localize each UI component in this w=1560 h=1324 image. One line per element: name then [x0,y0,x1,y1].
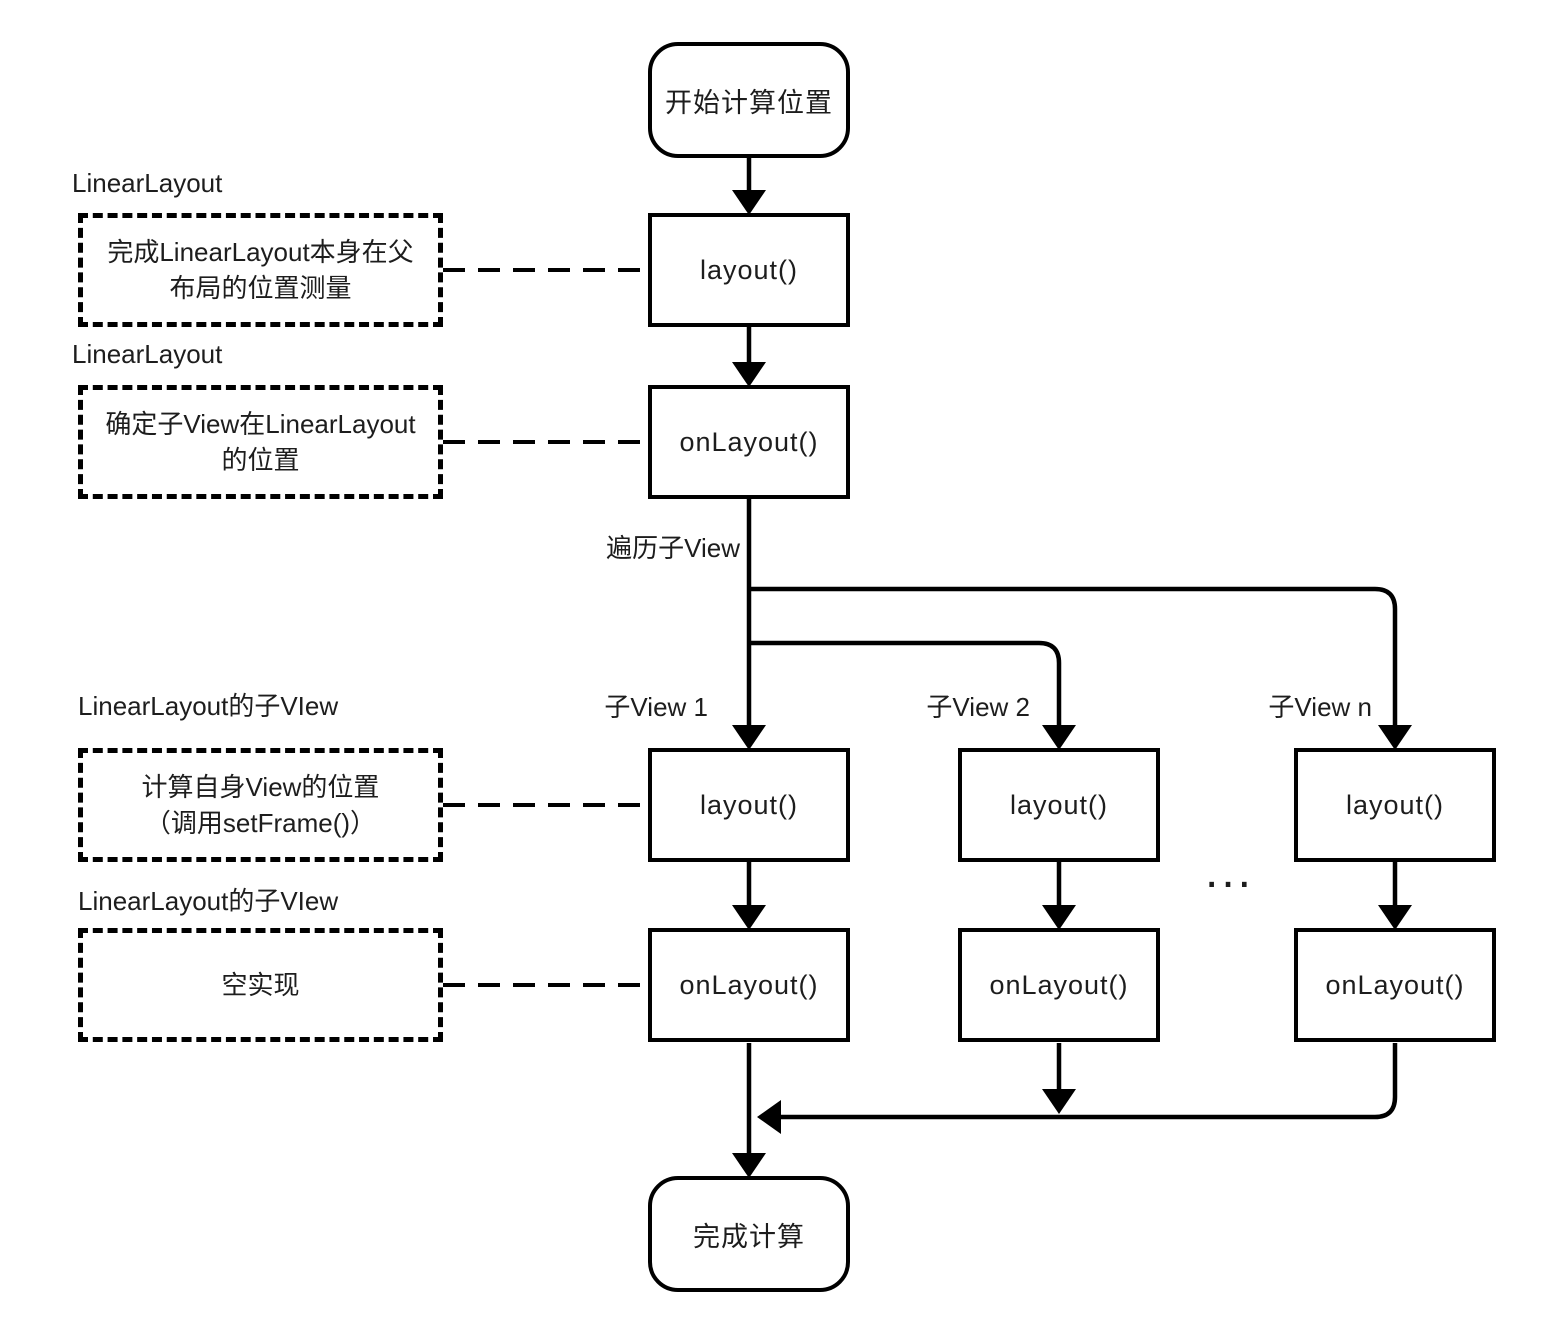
arrowhead-down-icon [732,1153,766,1178]
child2-onlayout-box: onLayout() [958,928,1160,1042]
arrowhead-down-icon [732,725,766,750]
annotation-box-child-position: 确定子View在LinearLayout 的位置 [78,385,443,499]
child2-layout-box: layout() [958,748,1160,862]
arrowhead-down-icon [1042,725,1076,750]
annotation-title-childview-2: LinearLayout的子VIew [78,886,339,916]
columns-ellipsis: ... [1205,845,1255,898]
arrowhead-down-icon [732,362,766,387]
edge-branch-to-col2 [749,640,1062,725]
child1-onlayout-box: onLayout() [648,928,850,1042]
arrowhead-down-icon [1378,905,1412,930]
annotation-box-parent-measure: 完成LinearLayout本身在父 布局的位置测量 [78,213,443,327]
annotation-box-empty-impl: 空实现 [78,928,443,1042]
annotation-box-setframe: 计算自身View的位置 （调用setFrame()） [78,748,443,862]
annotation-title-linearlayout-2: LinearLayout [72,339,223,369]
arrowhead-down-icon [732,905,766,930]
arrowhead-down-icon [732,190,766,215]
childn-layout-box: layout() [1294,748,1496,862]
arrowhead-down-icon [1042,1089,1076,1114]
arrowhead-left-icon [757,1100,781,1134]
childn-label: 子View n [1268,692,1372,722]
child1-layout-box: layout() [648,748,850,862]
childn-onlayout-box: onLayout() [1294,928,1496,1042]
edge-branch-to-coln [749,586,1398,725]
iterate-children-label: 遍历子View [606,533,740,563]
main-onlayout-box: onLayout() [648,385,850,499]
annotation-title-childview-1: LinearLayout的子VIew [78,691,339,721]
annotation-title-linearlayout-1: LinearLayout [72,168,223,198]
end-node: 完成计算 [648,1176,850,1292]
start-node: 开始计算位置 [648,42,850,158]
arrowhead-down-icon [1378,725,1412,750]
main-layout-box: layout() [648,213,850,327]
arrowhead-down-icon [1042,905,1076,930]
edge-coln-return [781,1043,1398,1120]
child2-label: 子View 2 [926,692,1030,722]
child1-label: 子View 1 [604,692,708,722]
